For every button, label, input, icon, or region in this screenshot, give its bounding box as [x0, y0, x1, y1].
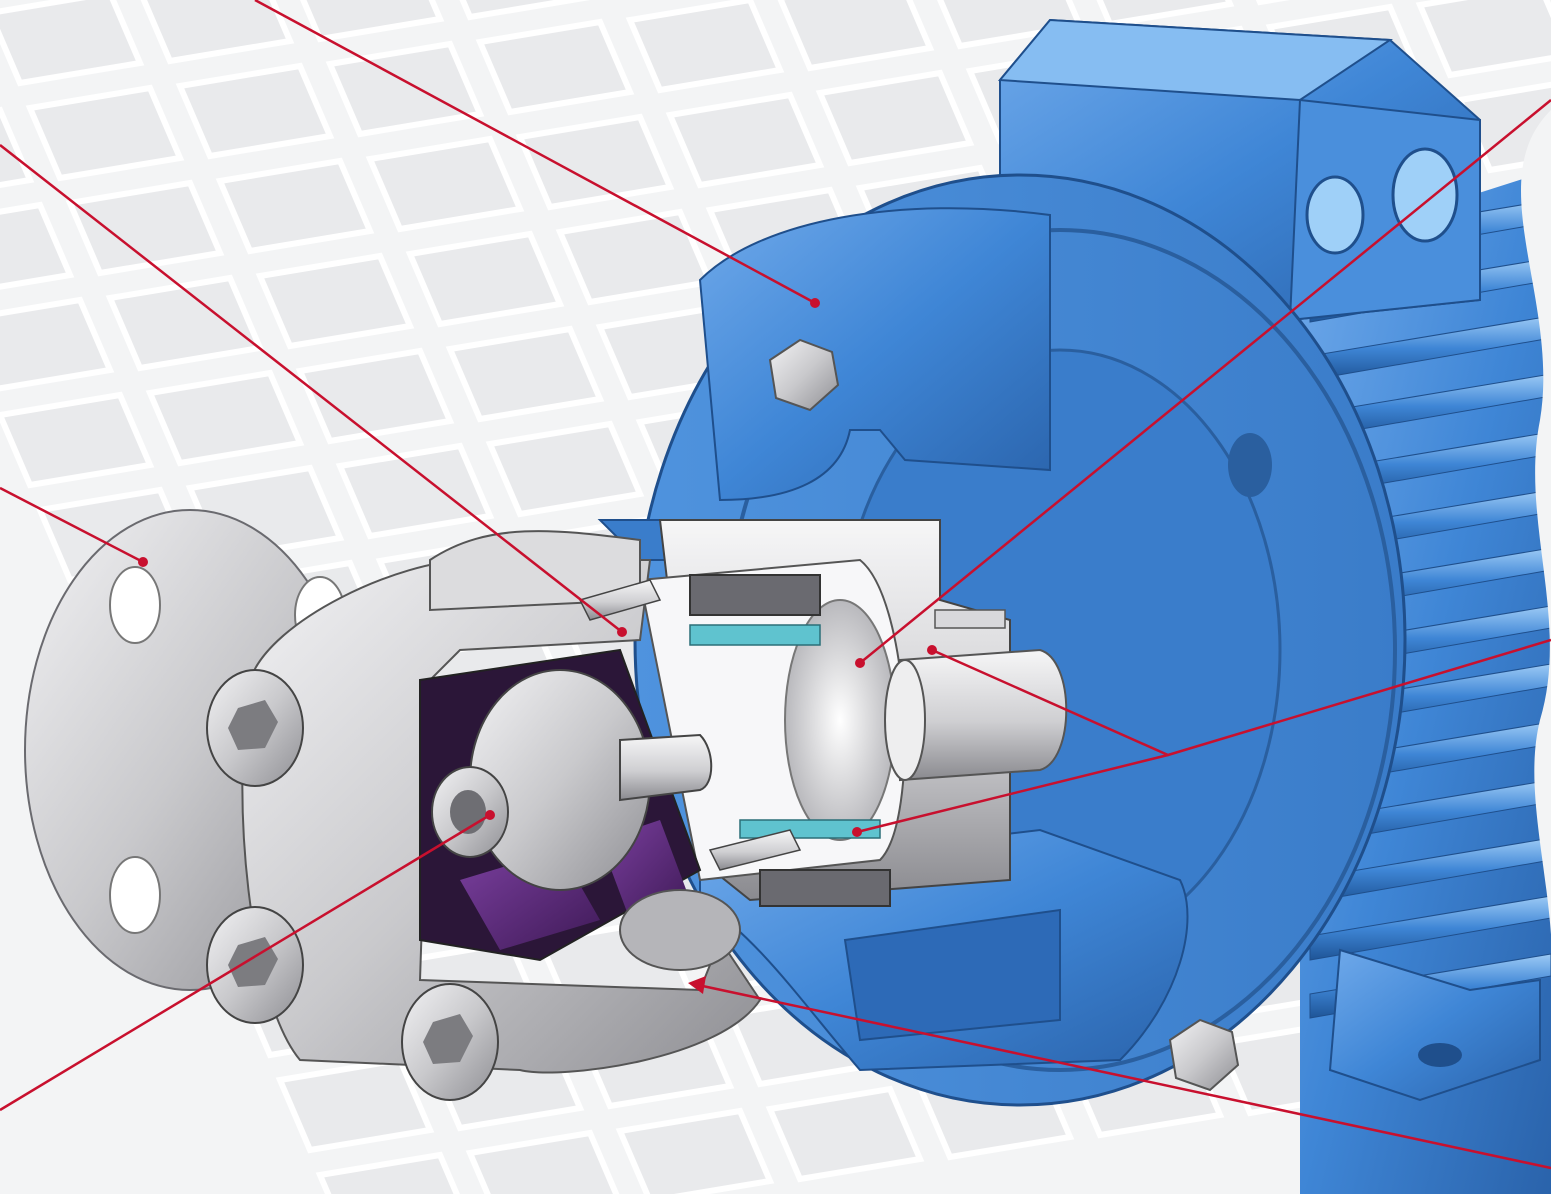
impeller-shaft-callout — [485, 810, 495, 820]
cap-screw — [206, 906, 304, 1024]
grid-tile — [1415, 0, 1551, 79]
casing-seal-callout — [617, 627, 627, 637]
grid-tile — [105, 274, 265, 372]
pump-casing-callout — [688, 976, 706, 994]
grid-tile — [315, 1151, 460, 1194]
foot-bolt-hole — [1418, 1043, 1462, 1067]
shaft-key — [934, 609, 1006, 629]
motor-shaft — [899, 648, 1068, 782]
flange-bolt-hole — [109, 566, 161, 644]
suction-flange-callout — [138, 557, 148, 567]
cap-screw — [401, 983, 499, 1101]
inner-magnet-strip — [689, 624, 821, 646]
containment-shell-callout — [855, 658, 865, 668]
impeller-shaft — [619, 733, 713, 802]
grid-tile — [0, 296, 115, 392]
leader-lines — [0, 0, 1551, 1170]
grid-tile — [175, 62, 335, 160]
grid-tile — [145, 369, 305, 467]
impeller-shaft-callout — [0, 813, 491, 1112]
grid-tile — [325, 40, 485, 138]
hex-bolt — [1168, 1018, 1240, 1092]
grid-tile — [0, 106, 35, 189]
cap-screw — [206, 669, 304, 787]
grid-tile — [665, 91, 825, 189]
grid-tile — [475, 18, 635, 116]
pump-casing — [241, 559, 762, 1074]
motor-flange-callout — [810, 298, 820, 308]
casing-bore — [619, 889, 741, 971]
grid-tile — [25, 84, 185, 182]
casing-seal-callout — [0, 144, 623, 633]
flange-bolt-hole — [109, 856, 161, 934]
grid-tile — [0, 391, 155, 489]
grid-tile — [1096, 0, 1235, 28]
dowel-pin — [578, 579, 662, 621]
outer-magnet-strip — [689, 574, 821, 616]
motor-cut-edge — [1521, 110, 1551, 1194]
grid-tile — [255, 252, 415, 350]
grid-tile — [365, 135, 525, 233]
pump-casing-callout — [697, 983, 1551, 1170]
grid-tile — [625, 0, 785, 94]
outer-magnet-carrier-callout — [927, 645, 937, 655]
magnetic-coupling — [638, 519, 1068, 907]
grid-tile — [765, 1085, 925, 1183]
grid-tile — [0, 0, 145, 87]
inner-magnet-callout — [856, 753, 1169, 834]
motor-foot — [1328, 948, 1541, 1102]
adaptor-housing-section — [698, 207, 1051, 502]
cable-entry-hole — [1391, 147, 1459, 243]
grid-tile — [275, 1056, 435, 1154]
grid-tile — [300, 0, 445, 43]
grid-tile — [405, 230, 565, 328]
grid-tile — [1255, 0, 1291, 6]
grid-tile — [465, 1129, 620, 1194]
suction-flange-callout — [0, 486, 144, 564]
grid-tile — [445, 325, 605, 423]
grid-tile — [777, 0, 935, 72]
cable-entry-hole — [1305, 175, 1365, 255]
grid-tile — [65, 179, 225, 277]
motor-flange-callout — [254, 0, 816, 305]
cooling-fin — [1309, 895, 1551, 961]
grid-tile — [0, 201, 75, 290]
grid-tile — [615, 1107, 775, 1194]
grid-tile — [515, 113, 675, 211]
inner-magnet-callout — [852, 827, 862, 837]
outer-magnet-strip — [759, 869, 891, 907]
flange-bolt-hole — [1228, 433, 1272, 497]
grid-tile — [215, 157, 375, 255]
grid-tile — [140, 0, 295, 65]
pump-end — [24, 509, 802, 1101]
grid-tile — [485, 420, 645, 518]
dowel-pin — [708, 829, 802, 871]
grid-tile — [459, 0, 591, 21]
hex-bolt — [768, 338, 840, 412]
grid-tile — [295, 347, 455, 445]
containment-shell-callout — [859, 99, 1551, 664]
grid-tile — [815, 69, 975, 167]
grid-tile — [555, 208, 715, 306]
grid-tile — [335, 442, 495, 540]
